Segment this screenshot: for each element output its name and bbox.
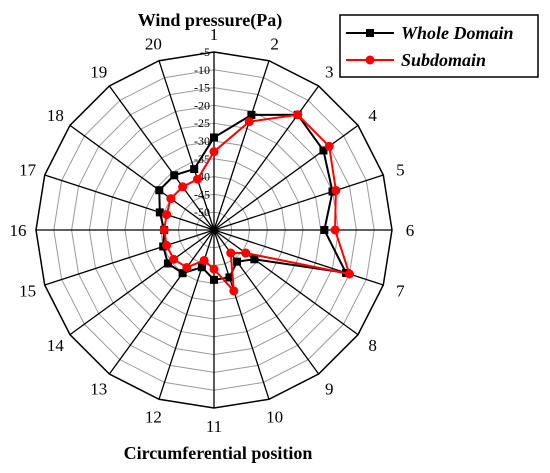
data-point [247,110,256,119]
radial-tick-label: -5 [200,45,210,59]
chart-title: Wind pressure(Pa) [138,10,283,31]
data-point [159,225,169,235]
radial-tick-label: -30 [194,134,210,148]
data-point [178,182,188,192]
data-point [193,174,202,184]
spoke-line [213,229,384,286]
radial-tick-label: -45 [194,187,210,201]
data-point [197,263,206,272]
category-label: 1 [210,25,219,44]
data-point [162,210,172,220]
data-point [162,240,172,250]
category-label: 5 [396,160,405,179]
category-label: 6 [406,221,415,240]
spoke-line [108,229,215,375]
category-label: 12 [145,407,162,426]
spoke-line [213,124,359,231]
data-point [244,117,254,127]
category-label: 3 [325,62,334,81]
legend-label-whole-domain: Whole Domain [401,23,514,43]
category-label: 7 [396,282,405,301]
data-point [229,286,239,296]
category-label: 2 [270,35,279,54]
data-point [178,269,187,278]
data-point [250,255,259,264]
spoke-line [213,229,359,336]
radial-tick-label: -15 [194,81,210,95]
radial-tick-label: -10 [194,63,210,77]
data-point [233,257,242,266]
data-point [169,254,179,264]
data-point [344,269,354,279]
data-point [209,147,219,157]
radial-tick-label: -50 [194,205,210,219]
category-label: 13 [90,380,107,399]
spoke-line [213,229,270,400]
legend-label-subdomain: Subdomain [401,50,486,70]
radial-tick-labels: -5-10-15-20-25-30-35-40-45-50 [194,45,210,219]
data-point [293,110,303,120]
category-label: 20 [145,35,162,54]
category-label: 8 [368,336,377,355]
spoke-line [44,174,215,231]
data-point [155,186,164,195]
data-point [210,133,218,142]
data-point [241,248,251,258]
category-label: 17 [19,160,37,179]
category-label: 11 [206,417,222,436]
category-label: 9 [325,380,334,399]
radial-tick-label: -25 [194,116,210,130]
spoke-line [69,124,215,231]
data-point [163,259,172,268]
data-point [155,208,164,217]
spoke-line [213,85,320,231]
radar-spokes [36,52,392,408]
category-label: 10 [266,407,283,426]
spoke-line [158,60,215,231]
category-label: 15 [19,282,36,301]
spoke-line [69,229,215,336]
spoke-line [213,60,270,231]
data-series [155,110,354,296]
legend-marker-subdomain [365,55,375,65]
data-point [226,248,236,258]
data-point [199,255,209,265]
data-point [324,141,334,151]
data-point [210,275,218,284]
data-point [166,194,176,204]
category-label: 14 [47,336,65,355]
legend-marker-whole-domain [366,29,374,37]
data-point [320,226,329,234]
category-label: 4 [368,106,377,125]
radial-tick-label: -20 [194,98,210,112]
legend: Whole Domain Subdomain [339,14,539,78]
data-point [190,165,199,174]
spoke-line [44,229,215,286]
data-point [170,171,179,180]
category-label: 16 [10,221,27,240]
legend-box [339,14,539,78]
spoke-line [213,174,384,231]
data-point [331,185,341,195]
data-point [182,262,192,272]
data-point [225,273,234,282]
category-label: 18 [47,106,64,125]
data-point [319,146,328,155]
x-axis-label: Circumferential position [124,443,313,463]
category-label: 19 [90,62,107,81]
data-point [209,264,219,274]
spoke-line [108,85,215,231]
data-point [330,225,340,235]
